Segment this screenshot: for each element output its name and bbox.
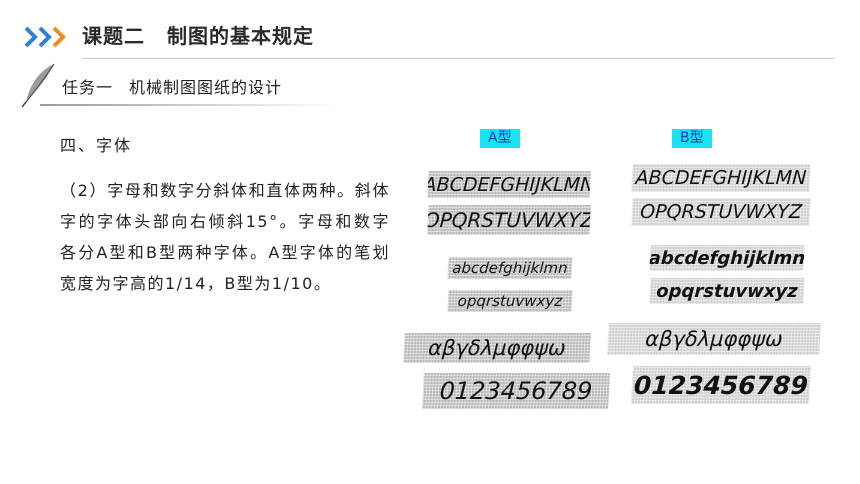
lesson-name: 制图的基本规定 [167, 24, 314, 48]
task-title: 任务一机械制图图纸的设计 [62, 74, 298, 98]
type-b-label: B型 [672, 129, 712, 148]
header-divider [82, 58, 834, 59]
type-a-label: A型 [480, 129, 520, 148]
type-b-digits-row: 0123456789 [631, 366, 811, 404]
task-name: 机械制图图纸的设计 [129, 78, 283, 97]
quill-feather-icon [21, 63, 55, 108]
lesson-title: 课题二制图的基本规定 [82, 20, 336, 49]
lesson-label: 课题二 [82, 24, 145, 48]
task-label: 任务一 [62, 78, 114, 97]
chevron-arrows-icon [24, 26, 66, 48]
type-a-lowercase-row-1: abcdefghijklmn [447, 257, 573, 279]
type-a-uppercase-row-1: ABCDEFGHIJKLMN [427, 171, 591, 198]
body-paragraph: （2）字母和数字分斜体和直体两种。斜体字的字体头部向右倾斜15°。字母和数字各分… [60, 181, 390, 293]
type-b-lowercase-row-2: opqrstuvwxyz [649, 278, 805, 304]
type-a-uppercase-row-2: OPQRSTUVWXYZ [427, 205, 591, 235]
type-a-greek-row: αβγδλμφφψω [403, 333, 591, 363]
type-b-uppercase-row-1: ABCDEFGHIJKLMN [631, 164, 811, 192]
section-title: 四、字体 [60, 136, 133, 155]
task-divider [40, 104, 340, 106]
type-a-lowercase-row-2: opqrstuvwxyz [447, 290, 573, 312]
type-b-uppercase-row-2: OPQRSTUVWXYZ [631, 198, 811, 226]
type-b-greek-row: αβγδλμφφψω [607, 323, 821, 355]
type-a-digits-row: 0123456789 [422, 373, 610, 409]
type-b-lowercase-row-1: abcdefghijklmn [649, 245, 805, 271]
